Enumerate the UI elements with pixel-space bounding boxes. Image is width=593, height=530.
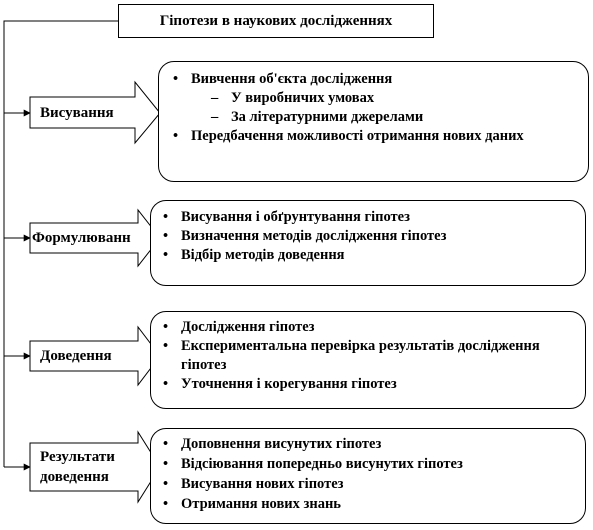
stage-4-label: Результати доведення — [40, 449, 115, 485]
stage-2-panel: Висування і обґрунтування гіпотез Визнач… — [150, 200, 586, 286]
list-item: За літературними джерелами — [165, 108, 580, 127]
list-item: Отримання нових знань — [155, 494, 577, 514]
trunk-line — [3, 20, 118, 467]
list-item: Передбачення можливості отримання нових … — [165, 127, 580, 146]
stage-3-panel: Дослідження гіпотез Експериментальна пер… — [150, 311, 586, 409]
diagram-title: Гіпотези в наукових дослідженнях — [118, 4, 434, 38]
stage-1-list: Вивчення об'єкта дослідження У виробничи… — [165, 70, 580, 146]
stage-1-panel: Вивчення об'єкта дослідження У виробничи… — [158, 61, 589, 182]
list-item: Визначення методів дослідження гіпотез — [155, 227, 577, 246]
stage-2-label: Формулюванн — [32, 230, 131, 246]
stage-1-callout — [29, 80, 161, 145]
stage-2-callout — [29, 208, 161, 268]
stage-4-list: Доповнення висунутих гіпотез Відсіювання… — [155, 434, 577, 514]
list-item: Відсіювання попередньо висунутих гіпотез — [155, 454, 577, 474]
stage-4-callout — [29, 430, 161, 504]
list-item: Відбір методів доведення — [155, 246, 577, 265]
list-item: Висування і обґрунтування гіпотез — [155, 208, 577, 227]
stage-4-panel: Доповнення висунутих гіпотез Відсіювання… — [150, 428, 586, 524]
stage-3-list: Дослідження гіпотез Експериментальна пер… — [155, 318, 575, 394]
list-item: Висування нових гіпотез — [155, 474, 577, 494]
stage-2-list: Висування і обґрунтування гіпотез Визнач… — [155, 208, 577, 265]
list-item: Доповнення висунутих гіпотез — [155, 434, 577, 454]
stage-1-label: Висування — [40, 104, 114, 121]
list-item: Вивчення об'єкта дослідження — [165, 70, 580, 89]
stage-3-label: Доведення — [40, 348, 112, 364]
stage-3-callout — [29, 325, 161, 387]
list-item: Експериментальна перевірка результатів д… — [155, 337, 575, 375]
list-item: Дослідження гіпотез — [155, 318, 575, 337]
list-item: Уточнення і корегування гіпотез — [155, 375, 575, 394]
list-item: У виробничих умовах — [165, 89, 580, 108]
